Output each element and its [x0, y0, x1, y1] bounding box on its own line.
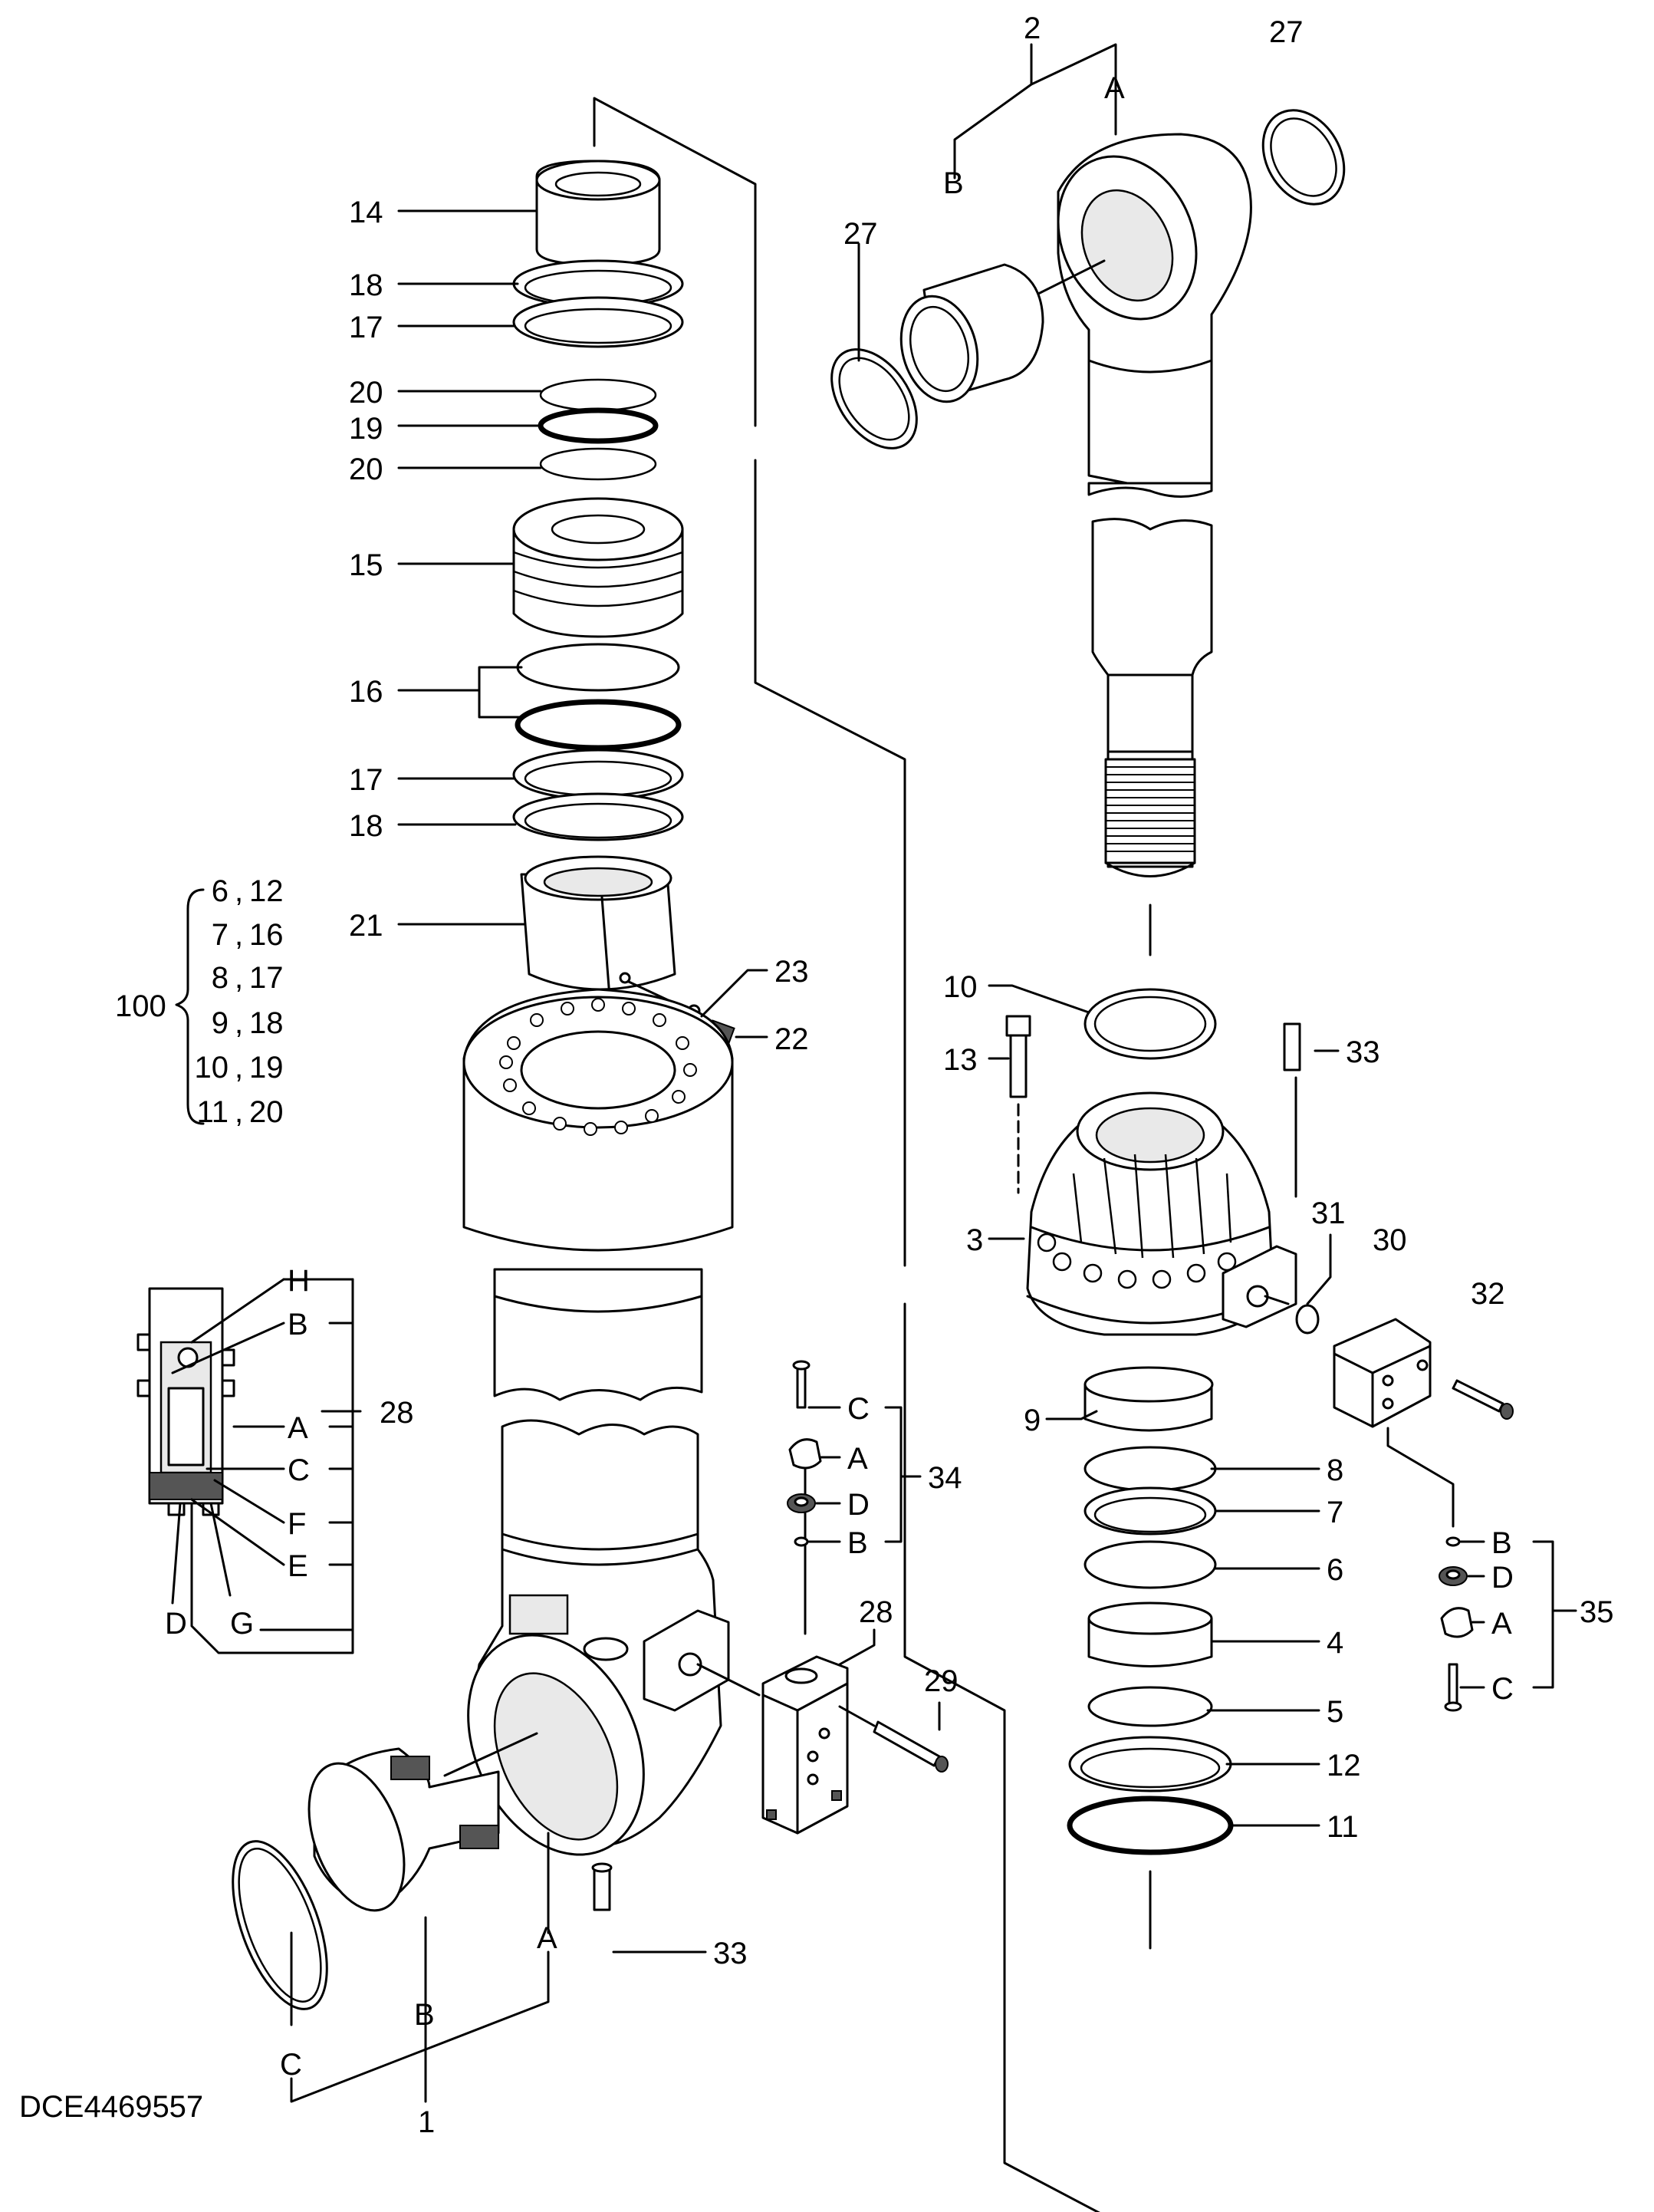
callout-7: 7: [1327, 1496, 1343, 1529]
callout-23: 23: [774, 955, 809, 989]
callout-11: 11: [1327, 1810, 1359, 1844]
callout-28-E: E: [288, 1549, 308, 1583]
kit-row-3-a: 8: [212, 961, 229, 995]
callout-10: 10: [943, 970, 978, 1004]
bottom-bracket: [290, 1832, 550, 2103]
seal-stack-left: [512, 160, 735, 1044]
callout-9: 9: [1024, 1404, 1041, 1437]
kit-row-1-a: 6: [212, 874, 229, 908]
callout-34-A: A: [847, 1442, 868, 1476]
callout-17-top: 17: [349, 311, 383, 344]
callout-33-bottom: 33: [713, 1937, 748, 1970]
leader-lines: [171, 209, 1577, 1954]
callout-27-left: 27: [843, 217, 878, 251]
callout-8: 8: [1327, 1453, 1343, 1487]
callout-14: 14: [349, 196, 383, 229]
part-3-head: [1005, 988, 1514, 1712]
kit-row-1-comma: ,: [235, 874, 243, 908]
kit-row-1-b: 12: [249, 874, 284, 908]
kit-row-6-comma: ,: [235, 1095, 243, 1129]
callout-34-D: D: [847, 1488, 870, 1522]
callout-32: 32: [1471, 1277, 1505, 1311]
kit-row-3-b: 17: [249, 961, 284, 995]
callout-B-bottom: B: [414, 1998, 435, 2032]
kit-row-2-b: 16: [249, 918, 284, 952]
callout-35-D: D: [1491, 1561, 1514, 1595]
callout-20-bottom: 20: [349, 453, 383, 486]
part-1-body: [232, 988, 761, 2010]
callout-35: 35: [1580, 1595, 1614, 1629]
callout-13: 13: [943, 1043, 978, 1077]
kit-row-4-a: 9: [212, 1006, 229, 1040]
callout-A-bottom: A: [537, 1921, 557, 1955]
seal-stack-right: [1067, 1366, 1234, 1855]
callout-35-C: C: [1491, 1672, 1514, 1706]
callout-1: 1: [418, 2105, 435, 2139]
part-28-valve: [761, 1360, 949, 1835]
kit-row-5-comma: ,: [235, 1051, 243, 1085]
callout-16: 16: [349, 675, 383, 709]
callout-18-top: 18: [349, 268, 383, 302]
kit-row-2-comma: ,: [235, 918, 243, 952]
callout-19: 19: [349, 412, 383, 446]
kit-row-3-comma: ,: [235, 961, 243, 995]
callout-34-B: B: [847, 1526, 868, 1560]
callout-20-top: 20: [349, 376, 383, 410]
valve-28-section-detail: [136, 1278, 354, 1654]
callout-28-A: A: [288, 1411, 308, 1445]
callout-C-bottom: C: [280, 2048, 302, 2082]
callout-28-G: G: [230, 1607, 254, 1641]
kit-row-6-a: 11: [196, 1095, 229, 1129]
callout-6: 6: [1327, 1553, 1343, 1587]
kit-row-5-b: 19: [249, 1051, 284, 1085]
kit-row-5-a: 10: [195, 1051, 229, 1085]
callout-28-C: C: [288, 1453, 310, 1487]
callout-B-top: B: [943, 166, 964, 200]
callout-labels: 2 27 A B 27 14 18 17 20 19 20 15 16 17 1…: [165, 12, 1614, 2139]
kit-number: 100: [115, 989, 166, 1023]
callout-15: 15: [349, 548, 383, 582]
callout-28-D: D: [165, 1607, 187, 1641]
callout-34-C: C: [847, 1392, 870, 1426]
callout-3: 3: [966, 1223, 983, 1257]
callout-28-B: B: [288, 1308, 308, 1341]
part-2-swivel-assembly: [830, 43, 1346, 489]
spindle-shaft: [1087, 482, 1213, 877]
callout-28-H: H: [288, 1264, 310, 1298]
kit-row-2-a: 7: [212, 918, 229, 952]
callout-2: 2: [1024, 12, 1041, 45]
callout-28-inset: 28: [380, 1396, 414, 1430]
callout-17-bottom: 17: [349, 763, 383, 797]
callout-22: 22: [774, 1022, 809, 1056]
callout-35-A: A: [1491, 1607, 1512, 1641]
kit-100-list: 100 6 , 12 7 , 16 8 , 17 9 , 18 10 , 19 …: [115, 874, 284, 1129]
callout-29: 29: [924, 1664, 959, 1698]
kit-row-4-comma: ,: [235, 1006, 243, 1040]
callout-35-B: B: [1491, 1526, 1512, 1560]
callout-27-top: 27: [1269, 15, 1304, 49]
kit-row-6-b: 20: [249, 1095, 284, 1129]
callout-A-top: A: [1104, 71, 1125, 105]
callout-33-top: 33: [1346, 1035, 1380, 1069]
callout-34: 34: [928, 1461, 962, 1495]
callout-21: 21: [349, 909, 383, 943]
callout-28-center: 28: [859, 1595, 893, 1629]
callout-4: 4: [1327, 1626, 1343, 1660]
callout-12: 12: [1327, 1749, 1361, 1782]
callout-30: 30: [1373, 1223, 1407, 1257]
callout-28-F: F: [288, 1507, 306, 1541]
kit-brace: [175, 888, 205, 1125]
kit-row-4-b: 18: [249, 1006, 284, 1040]
callout-18-bottom: 18: [349, 809, 383, 843]
callout-31: 31: [1311, 1197, 1346, 1230]
callout-5: 5: [1327, 1695, 1343, 1729]
drawing-reference-id: DCE4469557: [19, 2090, 203, 2124]
